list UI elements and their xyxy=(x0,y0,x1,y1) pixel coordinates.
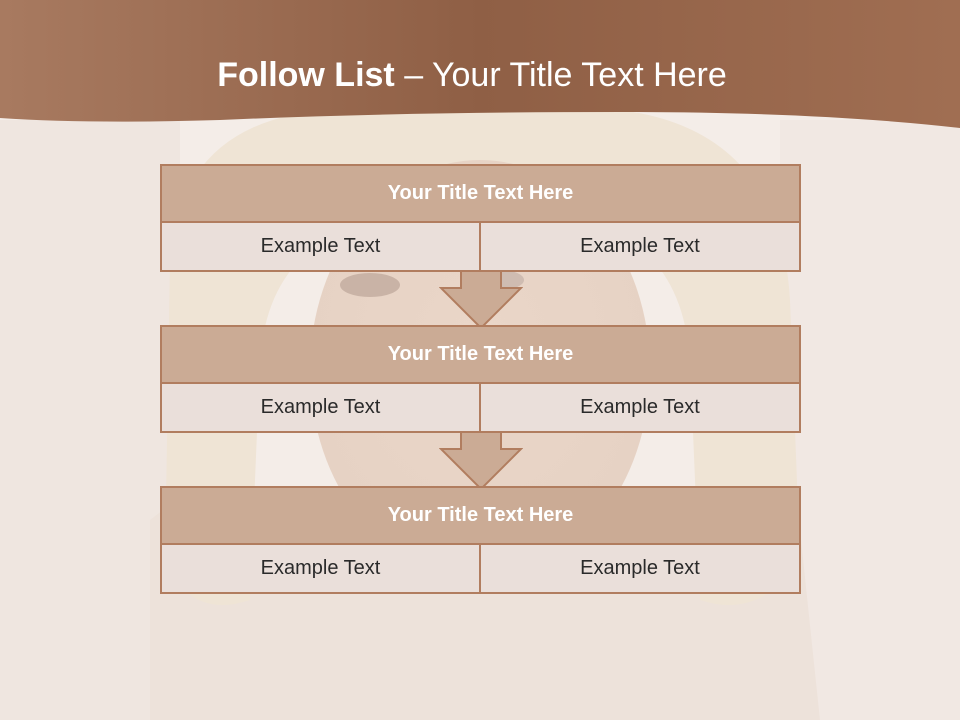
step-1-title[interactable]: Your Title Text Here xyxy=(160,164,801,223)
slide-title-rest: – Your Title Text Here xyxy=(394,56,727,94)
step-1-left-text[interactable]: Example Text xyxy=(160,221,481,272)
step-3-right-text[interactable]: Example Text xyxy=(479,543,801,594)
header-wave-band xyxy=(0,0,960,128)
step-2-left-text[interactable]: Example Text xyxy=(160,382,481,433)
step-1-right-text[interactable]: Example Text xyxy=(479,221,801,272)
down-arrow-2 xyxy=(439,431,523,491)
down-arrow-1 xyxy=(439,270,523,330)
slide-title: Follow List – Your Title Text Here xyxy=(0,52,944,98)
step-2-title[interactable]: Your Title Text Here xyxy=(160,325,801,384)
step-box-3: Your Title Text Here Example Text Exampl… xyxy=(160,486,801,594)
step-2-right-text[interactable]: Example Text xyxy=(479,382,801,433)
step-3-left-text[interactable]: Example Text xyxy=(160,543,481,594)
slide-title-bold: Follow List xyxy=(217,56,395,94)
step-box-1: Your Title Text Here Example Text Exampl… xyxy=(160,164,801,272)
step-3-title[interactable]: Your Title Text Here xyxy=(160,486,801,545)
step-box-2: Your Title Text Here Example Text Exampl… xyxy=(160,325,801,433)
